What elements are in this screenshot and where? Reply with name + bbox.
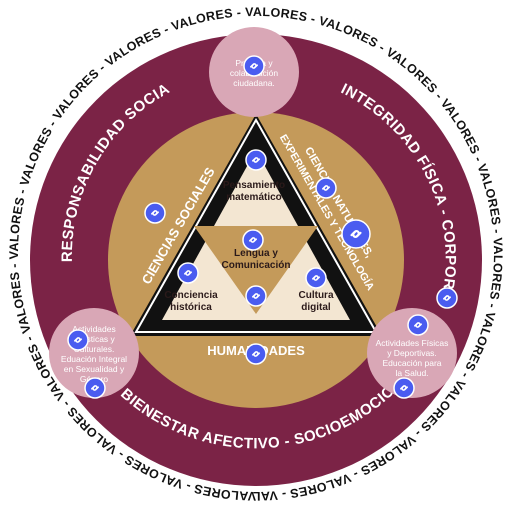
label-conciencia-historica-1: Conciencia [164,290,218,301]
text-artisticas-1: Actividades [72,324,115,334]
link-badge-circle[interactable] [84,377,106,399]
link-badge-circle[interactable] [245,343,267,365]
link-glyph [414,322,422,328]
link-badge-circle[interactable] [341,219,371,249]
link-icon[interactable] [341,219,371,249]
center-triangle [194,226,318,314]
link-glyph [252,293,260,299]
label-cultura-digital-1: Cultura [299,290,334,301]
link-icon[interactable] [315,177,337,199]
link-icon[interactable] [67,329,89,351]
link-icon[interactable] [245,343,267,365]
link-badge-circle[interactable] [245,149,267,171]
link-icon[interactable] [393,377,415,399]
text-fisicas-3: Educación para [382,358,441,368]
text-fisicas-1: Actividades Físicas [376,338,449,348]
link-badge-circle[interactable] [177,262,199,284]
link-icon[interactable] [305,267,327,289]
link-badge-circle[interactable] [67,329,89,351]
link-glyph [322,185,330,191]
link-icon[interactable] [177,262,199,284]
text-artisticas-5: en Sexualidad y [64,364,125,374]
text-artisticas-4: Eduación Integral [61,354,127,364]
label-pensamiento-matematico-2: matemático [226,192,282,203]
link-glyph [151,210,159,216]
link-badge-circle[interactable] [407,314,429,336]
text-fisicas-4: la Salud. [395,368,428,378]
circle-actividades-fisicas [367,308,457,398]
link-icon[interactable] [245,285,267,307]
link-icon[interactable] [245,149,267,171]
link-glyph [252,351,260,357]
link-badge-circle[interactable] [393,377,415,399]
link-badge-circle[interactable] [243,55,265,77]
text-artisticas-2: Artísticas y [73,334,115,344]
link-icon[interactable] [84,377,106,399]
text-artisticas-3: Culturales. [74,344,115,354]
link-icon[interactable] [436,287,458,309]
link-badge-circle[interactable] [315,177,337,199]
link-glyph [250,63,258,69]
text-practica-3: ciudadana. [233,78,275,88]
text-fisicas-2: y Deportivas. [387,348,437,358]
label-lengua-comunicacion-1: Lengua y [234,248,278,259]
label-conciencia-historica-2: histórica [170,302,212,313]
link-badge-circle[interactable] [305,267,327,289]
link-glyph [184,270,192,276]
link-icon[interactable] [407,314,429,336]
link-icon[interactable] [242,229,264,251]
link-icon[interactable] [144,202,166,224]
link-badge-circle[interactable] [144,202,166,224]
link-glyph [249,237,257,243]
link-glyph [74,337,82,343]
link-glyph [252,157,260,163]
link-glyph [91,385,99,391]
link-glyph [312,275,320,281]
link-badge-circle[interactable] [436,287,458,309]
link-glyph [350,230,362,238]
label-pensamiento-matematico-1: Pensamiento [223,180,285,191]
label-cultura-digital-2: digital [301,302,331,313]
link-glyph [443,295,451,301]
link-glyph [400,385,408,391]
link-icon[interactable] [243,55,265,77]
label-lengua-comunicacion-2: Comunicación [222,260,291,271]
link-badge-circle[interactable] [242,229,264,251]
link-badge-circle[interactable] [245,285,267,307]
circle-artisticas-culturales [49,308,139,398]
